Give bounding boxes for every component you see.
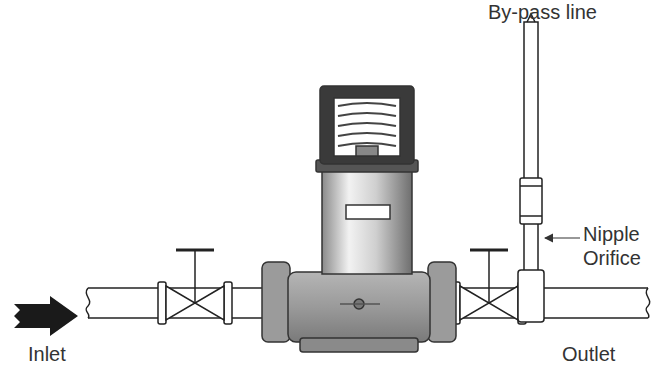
part-label: Nipple Orifice — [583, 222, 661, 270]
bypass-line — [518, 14, 544, 322]
pump — [262, 86, 456, 352]
part-label: Outlet — [562, 342, 662, 366]
gate-valve — [452, 250, 526, 324]
part-label: By-pass line — [488, 0, 658, 24]
leader-line — [545, 237, 580, 238]
part-label: Inlet — [28, 342, 128, 366]
flow-arrow — [14, 296, 78, 336]
gate-valve — [158, 250, 232, 324]
